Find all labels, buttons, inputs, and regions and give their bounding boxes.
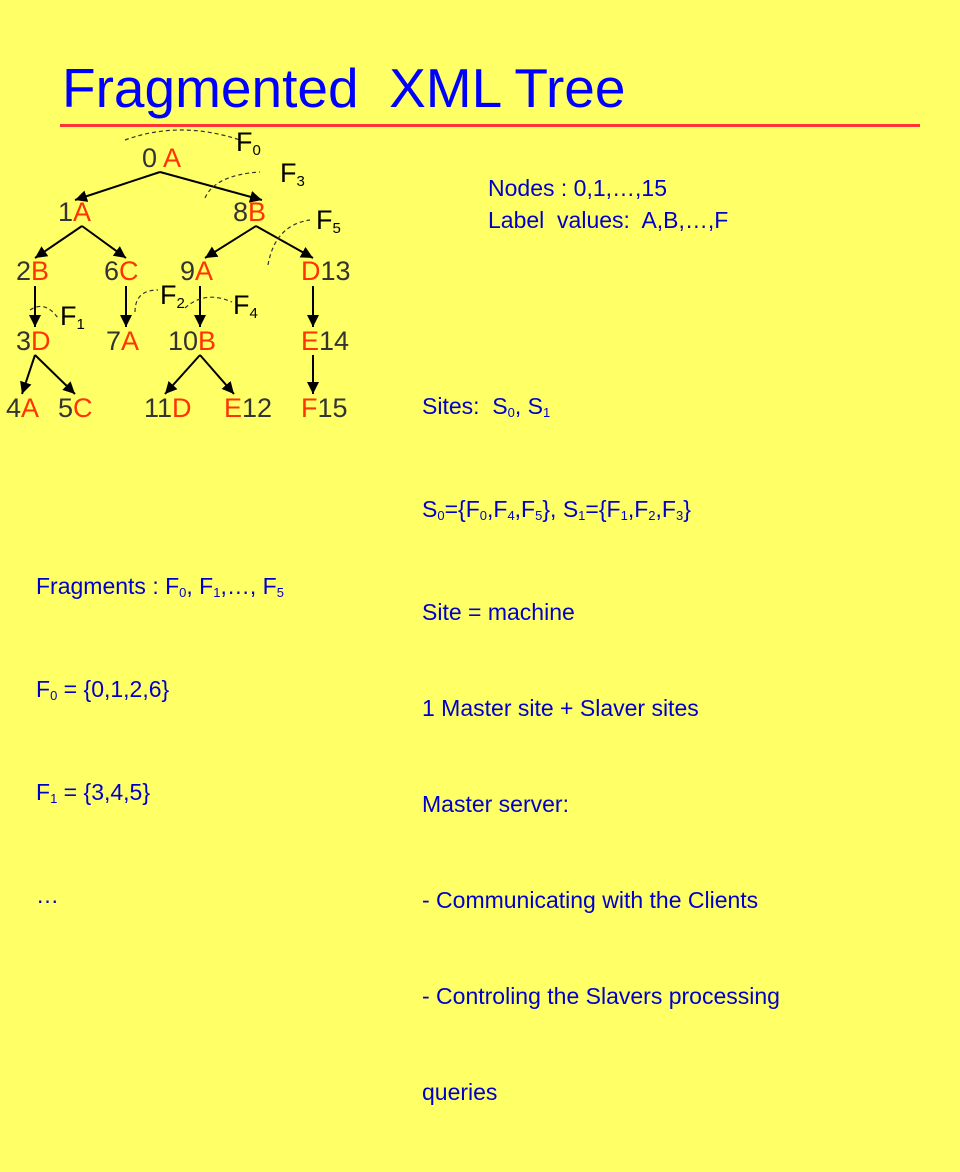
tree-node-4: 4A [6,393,40,423]
tree-node-5: 5C [58,393,93,423]
fragment-marker-f0: F0 [236,127,261,159]
fragments-block: Fragments : F0, F1,…, F5 F0 = {0,1,2,6} … [36,506,284,975]
fragment-marker-f1: F1 [60,301,85,333]
tree-node-10: 10B [168,326,217,356]
nodes-line: Nodes : 0,1,…,15 [488,175,667,201]
tree-node-9: 9A [180,256,214,286]
title-underline [60,124,920,127]
page-title: Fragmented XML Tree [62,57,626,119]
tree-node-14: E14 [301,326,350,356]
tree-node-11: 11D [144,393,192,423]
fragment-boundary-1 [204,171,261,199]
label-values-line: Label values: A,B,…,F [488,207,729,233]
tree-edge-1-2 [34,225,83,259]
tree-edge-3-4 [20,354,36,395]
tree-edge-8-13 [255,225,314,259]
tree-node-3: 3D [16,326,51,356]
tree-node-7: 7A [106,326,140,356]
fragment-marker-f3: F3 [280,158,305,190]
tree-node-6: 6C [104,256,139,286]
fragment-marker-f4: F4 [233,290,258,322]
fragment-boundary-2 [267,219,311,266]
tree-connectors [20,129,319,395]
fragment-marker-f5: F5 [316,205,341,237]
fragment-boundary-0 [124,129,241,141]
fragment-f0-def: F0 = {0,1,2,6} [36,676,170,703]
tree-edge-1-6 [81,225,127,259]
tree-edge-3-5 [34,354,76,395]
tree-node-2: 2B [16,256,50,286]
tree-node-12: E12 [224,393,273,423]
site-line-5: - Controling the Slavers processing [422,983,780,1009]
sites-block: Sites: S0, S1 S0={F0,F4,F5}, S1={F1,F2,F… [422,326,780,1172]
tree-node-15: F15 [301,393,348,423]
tree-edge-8-9 [204,225,257,259]
slide: Fragmented XML Tree 0 A 1A 8B 2B 6C 9A D… [6,57,920,1105]
fragment-ellipsis: … [36,882,59,908]
tree-node-1: 1A [58,197,92,227]
fragment-marker-f2: F2 [160,280,185,312]
site-assignment-line: S0={F0,F4,F5}, S1={F1,F2,F3} [422,496,691,523]
tree-edge-0-1 [74,171,161,202]
fragments-header: Fragments : F0, F1,…, F5 [36,573,284,600]
fragment-boundary-5 [29,305,59,319]
site-line-2: 1 Master site + Slaver sites [422,695,699,721]
site-line-4: - Communicating with the Clients [422,887,759,913]
tree-edge-0-8 [159,171,263,203]
tree-edge-10-12 [199,354,235,395]
tree-node-0: 0 A [142,143,182,173]
site-line-1: Site = machine [422,599,575,625]
site-line-6: queries [422,1079,498,1105]
tree-node-8: 8B [233,197,267,227]
site-line-3: Master server: [422,791,569,817]
tree-node-13: D13 [301,256,351,286]
fragment-boundary-4 [184,296,233,309]
sites-line: Sites: S0, S1 [422,393,551,420]
fragment-boundary-3 [134,289,159,313]
fragment-f1-def: F1 = {3,4,5} [36,779,151,806]
tree-edge-10-11 [164,354,201,395]
